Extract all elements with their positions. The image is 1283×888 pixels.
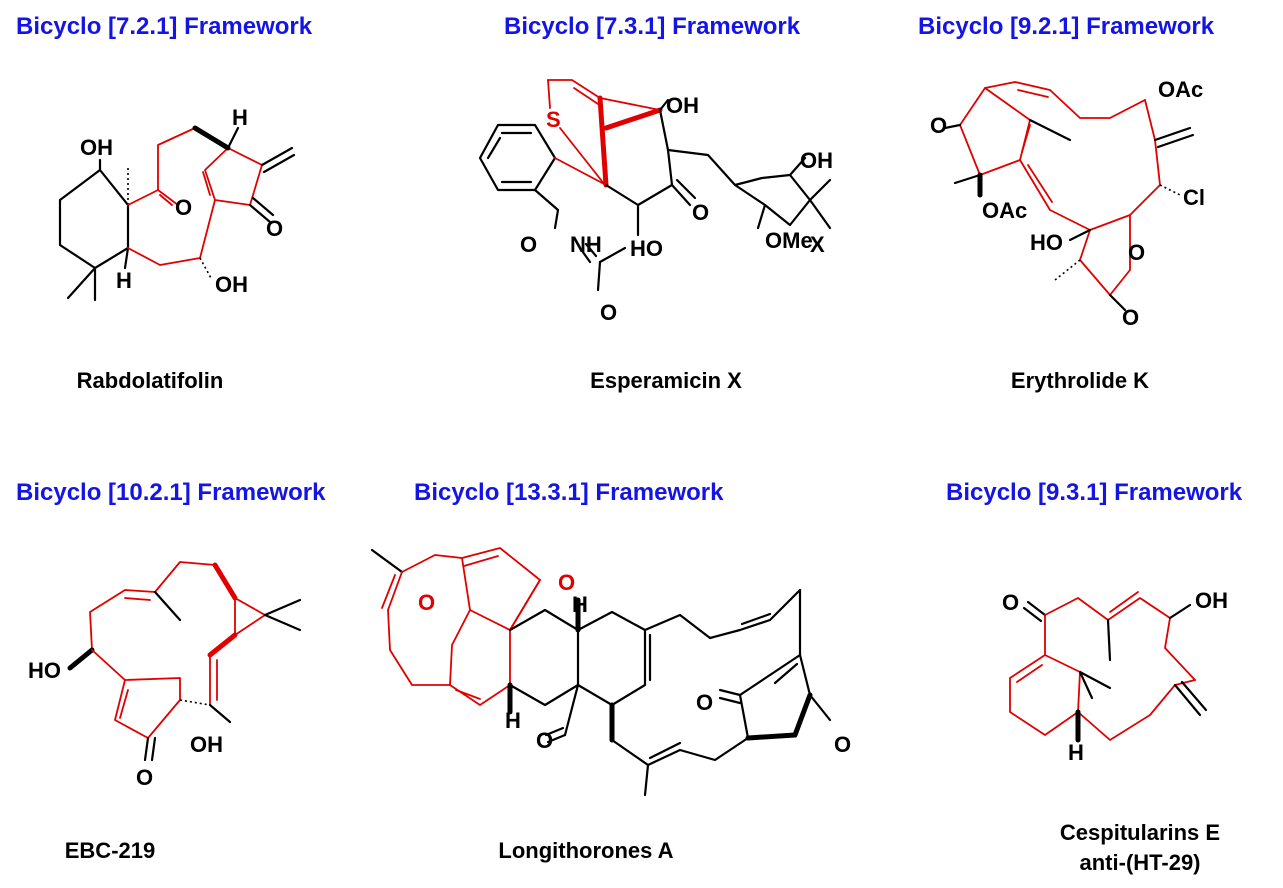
atom-label: X	[810, 232, 825, 257]
compound-name-cespitularins-e: Cespitularins E	[1060, 820, 1220, 845]
atom-label: OH	[800, 148, 833, 173]
atom-label: OH	[666, 93, 699, 118]
panel-erythrolide-k: Bicyclo [9.2.1] Framework OAc O OAc Cl H…	[918, 13, 1215, 393]
atom-label: Cl	[1183, 185, 1205, 210]
compound-activity-note: anti-(HT-29)	[1080, 850, 1201, 875]
panel-rabdolatifolin: Bicyclo [7.2.1] Framework OH H	[16, 13, 313, 393]
atom-label: OH	[215, 272, 248, 297]
structure-rabdolatifolin	[58, 125, 296, 302]
structure-ebc-219	[67, 561, 302, 762]
atom-label: OH	[80, 135, 113, 160]
compound-name-erythrolide-k: Erythrolide K	[1011, 368, 1149, 393]
atom-label: O	[536, 728, 553, 753]
structure-cespitularins-e	[1009, 591, 1208, 743]
atom-label: O	[175, 195, 192, 220]
atom-label: O	[692, 200, 709, 225]
structure-longithorones-a	[370, 547, 832, 797]
atom-label: O	[136, 765, 153, 790]
structure-erythrolide-k	[943, 81, 1195, 312]
compound-name-esperamicin-x: Esperamicin X	[590, 368, 742, 393]
atom-label: OAc	[1158, 77, 1203, 102]
atom-label: H	[232, 105, 248, 130]
atom-label: O	[1002, 590, 1019, 615]
atom-label: O	[930, 113, 947, 138]
framework-label-721: Bicyclo [7.2.1] Framework	[16, 13, 313, 40]
atom-label: O	[1122, 305, 1139, 330]
framework-label-731: Bicyclo [7.3.1] Framework	[504, 13, 801, 40]
atom-label: O	[1128, 240, 1145, 265]
atom-label: O	[600, 300, 617, 325]
atom-label: O	[696, 690, 713, 715]
panel-longithorones-a: Bicyclo [13.3.1] Framework	[370, 479, 851, 863]
framework-label-1331: Bicyclo [13.3.1] Framework	[414, 479, 724, 506]
atom-label: O	[266, 216, 283, 241]
atom-label: HO	[630, 236, 663, 261]
framework-label-921: Bicyclo [9.2.1] Framework	[918, 13, 1215, 40]
panel-cespitularins-e: Bicyclo [9.3.1] Framework O OH H Cespitu…	[946, 479, 1243, 875]
atom-label: NH	[570, 232, 602, 257]
compound-name-rabdolatifolin: Rabdolatifolin	[77, 368, 224, 393]
panel-esperamicin-x: Bicyclo [7.3.1] Framework	[478, 13, 833, 393]
atom-label: OH	[1195, 588, 1228, 613]
atom-label: H	[1068, 740, 1084, 765]
atom-label: H	[572, 592, 588, 617]
atom-label: O	[418, 590, 435, 615]
atom-label: H	[505, 708, 521, 733]
compound-name-longithorones-a: Longithorones A	[498, 838, 673, 863]
atom-label: OH	[190, 732, 223, 757]
atom-label: O	[558, 570, 575, 595]
compound-name-ebc-219: EBC-219	[65, 838, 155, 863]
atom-label: OMe	[765, 228, 813, 253]
atom-label: HO	[28, 658, 61, 683]
atom-label: S	[546, 107, 561, 132]
panel-ebc-219: Bicyclo [10.2.1] Framework HO OH O EBC-2…	[16, 479, 326, 863]
framework-label-931: Bicyclo [9.3.1] Framework	[946, 479, 1243, 506]
structure-esperamicin-x	[478, 79, 832, 292]
atom-label: H	[116, 268, 132, 293]
atom-label: HO	[1030, 230, 1063, 255]
framework-label-1021: Bicyclo [10.2.1] Framework	[16, 479, 326, 506]
atom-label: O	[520, 232, 537, 257]
atom-label: OAc	[982, 198, 1027, 223]
atom-label: O	[834, 732, 851, 757]
